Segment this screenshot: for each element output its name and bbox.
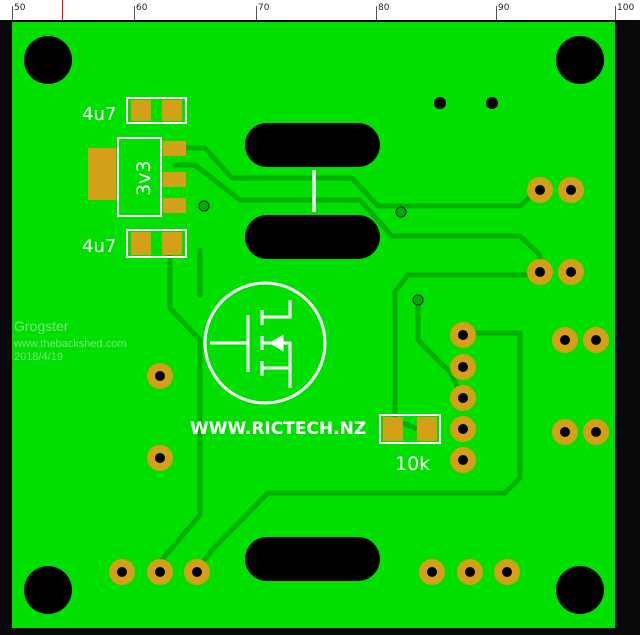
ruler-label-100: 100 xyxy=(617,3,635,13)
vias xyxy=(198,97,498,306)
mounting-hole xyxy=(24,36,72,84)
pad xyxy=(457,559,483,585)
pad xyxy=(109,559,135,585)
resistor-10k: 10k xyxy=(379,414,441,475)
ruler-label-90: 90 xyxy=(498,3,510,13)
regulator-outline xyxy=(117,137,162,217)
pad xyxy=(450,447,476,473)
trace xyxy=(172,145,543,209)
via xyxy=(412,294,424,306)
watermark: Grogster www.thebackshed.com 2018/4/19 xyxy=(13,318,127,363)
mounting-hole xyxy=(24,566,72,614)
pad xyxy=(552,419,578,445)
pad xyxy=(450,322,476,348)
smd-pad xyxy=(162,232,182,255)
pad xyxy=(494,559,520,585)
watermark-date: 2018/4/19 xyxy=(14,351,63,363)
capacitor-bottom: 4u7 xyxy=(82,229,187,258)
pad xyxy=(147,445,173,471)
trace xyxy=(194,330,523,573)
pad xyxy=(583,419,609,445)
smd-pad xyxy=(417,417,437,441)
ruler-tick xyxy=(134,6,135,20)
slots xyxy=(245,123,380,581)
capacitor-top: 4u7 xyxy=(82,97,187,125)
ruler-tick xyxy=(615,6,616,20)
pcb-board: 4u7 3v3 4u7 10k WWW.RICTECH.NZ Grogster xyxy=(0,20,640,635)
ruler-label-80: 80 xyxy=(378,3,390,13)
pad xyxy=(558,177,584,203)
slot xyxy=(245,537,380,581)
pad xyxy=(147,559,173,585)
mounting-hole xyxy=(556,566,604,614)
cap-top-label: 4u7 xyxy=(82,104,116,125)
resistor-label: 10k xyxy=(395,453,430,475)
smd-pad xyxy=(383,417,403,441)
pad xyxy=(450,354,476,380)
smd-pad xyxy=(163,198,186,213)
mounting-holes xyxy=(24,36,604,614)
pad xyxy=(527,259,553,285)
via xyxy=(434,97,446,109)
regulator-3v3: 3v3 xyxy=(88,137,186,217)
ruler-tick xyxy=(376,6,377,20)
watermark-site: www.thebackshed.com xyxy=(13,338,127,350)
smd-pad xyxy=(131,100,151,121)
pad xyxy=(527,177,553,203)
mounting-hole xyxy=(556,36,604,84)
ruler: 50 60 70 80 90 100 xyxy=(0,0,640,21)
ruler-label-50: 50 xyxy=(14,3,26,13)
slot xyxy=(245,123,380,167)
cap-bottom-label: 4u7 xyxy=(82,236,116,257)
ruler-marker xyxy=(62,0,63,20)
smd-pad xyxy=(88,148,116,200)
via xyxy=(198,200,210,212)
via xyxy=(395,206,407,218)
via xyxy=(486,97,498,109)
pad xyxy=(450,385,476,411)
mosfet-logo xyxy=(203,281,327,405)
regulator-label: 3v3 xyxy=(133,161,155,196)
trace xyxy=(172,162,543,275)
pad xyxy=(583,327,609,353)
smd-pad xyxy=(163,141,186,156)
pad xyxy=(558,259,584,285)
slot xyxy=(245,215,380,259)
watermark-author: Grogster xyxy=(14,318,69,334)
through-hole-pads xyxy=(109,177,609,585)
pad xyxy=(147,363,173,389)
smd-pad xyxy=(162,100,182,121)
pad xyxy=(450,416,476,442)
ruler-tick xyxy=(496,6,497,20)
pad xyxy=(552,327,578,353)
ruler-tick xyxy=(256,6,257,20)
pad xyxy=(419,559,445,585)
trace xyxy=(415,297,466,401)
smd-pad xyxy=(163,172,186,187)
ruler-label-60: 60 xyxy=(136,3,148,13)
pad xyxy=(184,559,210,585)
ruler-tick xyxy=(12,6,13,20)
website-label: WWW.RICTECH.NZ xyxy=(190,419,366,439)
smd-pad xyxy=(131,232,151,255)
ruler-label-70: 70 xyxy=(258,3,270,13)
